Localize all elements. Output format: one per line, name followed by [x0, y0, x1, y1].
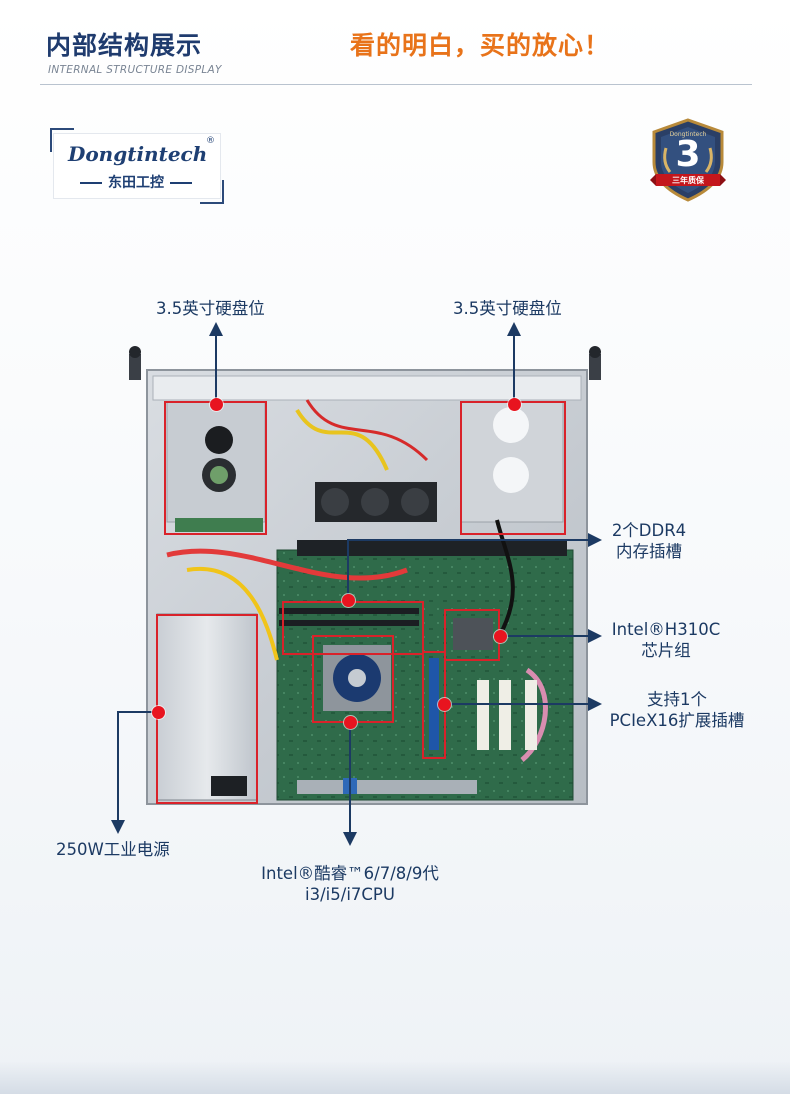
brand-name-en: Dongtintech [68, 142, 208, 166]
psu-marker [151, 705, 165, 719]
pcie-label-line2: PCIeX16扩展插槽 [609, 711, 745, 730]
pcie-marker [437, 697, 451, 711]
cpu-label-line2: i3/i5/i7CPU [305, 885, 395, 904]
warranty-badge-graphic: Dongtintech [650, 118, 726, 202]
ddr-label: 2个DDR4 内存插槽 [604, 520, 694, 562]
section-subtitle: INTERNAL STRUCTURE DISPLAY [48, 64, 222, 76]
hdd-left-label: 3.5英寸硬盘位 [156, 299, 265, 318]
chipset-label: Intel®H310C 芯片组 [608, 619, 724, 661]
chipset-label-line2: 芯片组 [641, 641, 691, 660]
logo-corner-bottom-right [200, 180, 224, 204]
svg-text:Dongtintech: Dongtintech [670, 131, 707, 138]
chipset-label-line1: Intel®H310C [611, 620, 721, 639]
warranty-shield-icon: Dongtintech 3 三年质保 [648, 118, 728, 202]
ddr-label-line2: 内存插槽 [616, 542, 682, 561]
hdd-right-marker [507, 397, 521, 411]
ddr-marker [341, 593, 355, 607]
registered-mark: ® [206, 136, 215, 146]
brand-logo: Dongtintech ® 东田工控 [46, 124, 226, 208]
bottom-shadow [0, 1060, 790, 1094]
pcie-label-line1: 支持1个 [647, 690, 707, 709]
psu-label: 250W工业电源 [56, 840, 170, 859]
section-title: 内部结构展示 [46, 31, 203, 60]
brand-name-cn: 东田工控 [66, 172, 206, 192]
logo-corner-top-left [50, 128, 74, 152]
slogan: 看的明白，买的放心！ [350, 31, 611, 60]
cpu-marker [343, 715, 357, 729]
badge-number: 3 [675, 134, 701, 175]
hdd-right-label: 3.5英寸硬盘位 [453, 299, 562, 318]
chassis-illustration [127, 340, 607, 820]
cpu-label-line1: Intel®酷睿™6/7/8/9代 [261, 864, 439, 883]
chipset-marker [493, 629, 507, 643]
cpu-label: Intel®酷睿™6/7/8/9代 i3/i5/i7CPU [240, 863, 460, 905]
ddr-label-line1: 2个DDR4 [611, 521, 687, 540]
hdd-left-marker [209, 397, 223, 411]
chassis-interior-graphic [129, 346, 601, 805]
badge-text: 三年质保 [672, 176, 704, 185]
header-divider [40, 84, 752, 85]
pcie-label: 支持1个 PCIeX16扩展插槽 [596, 689, 758, 731]
